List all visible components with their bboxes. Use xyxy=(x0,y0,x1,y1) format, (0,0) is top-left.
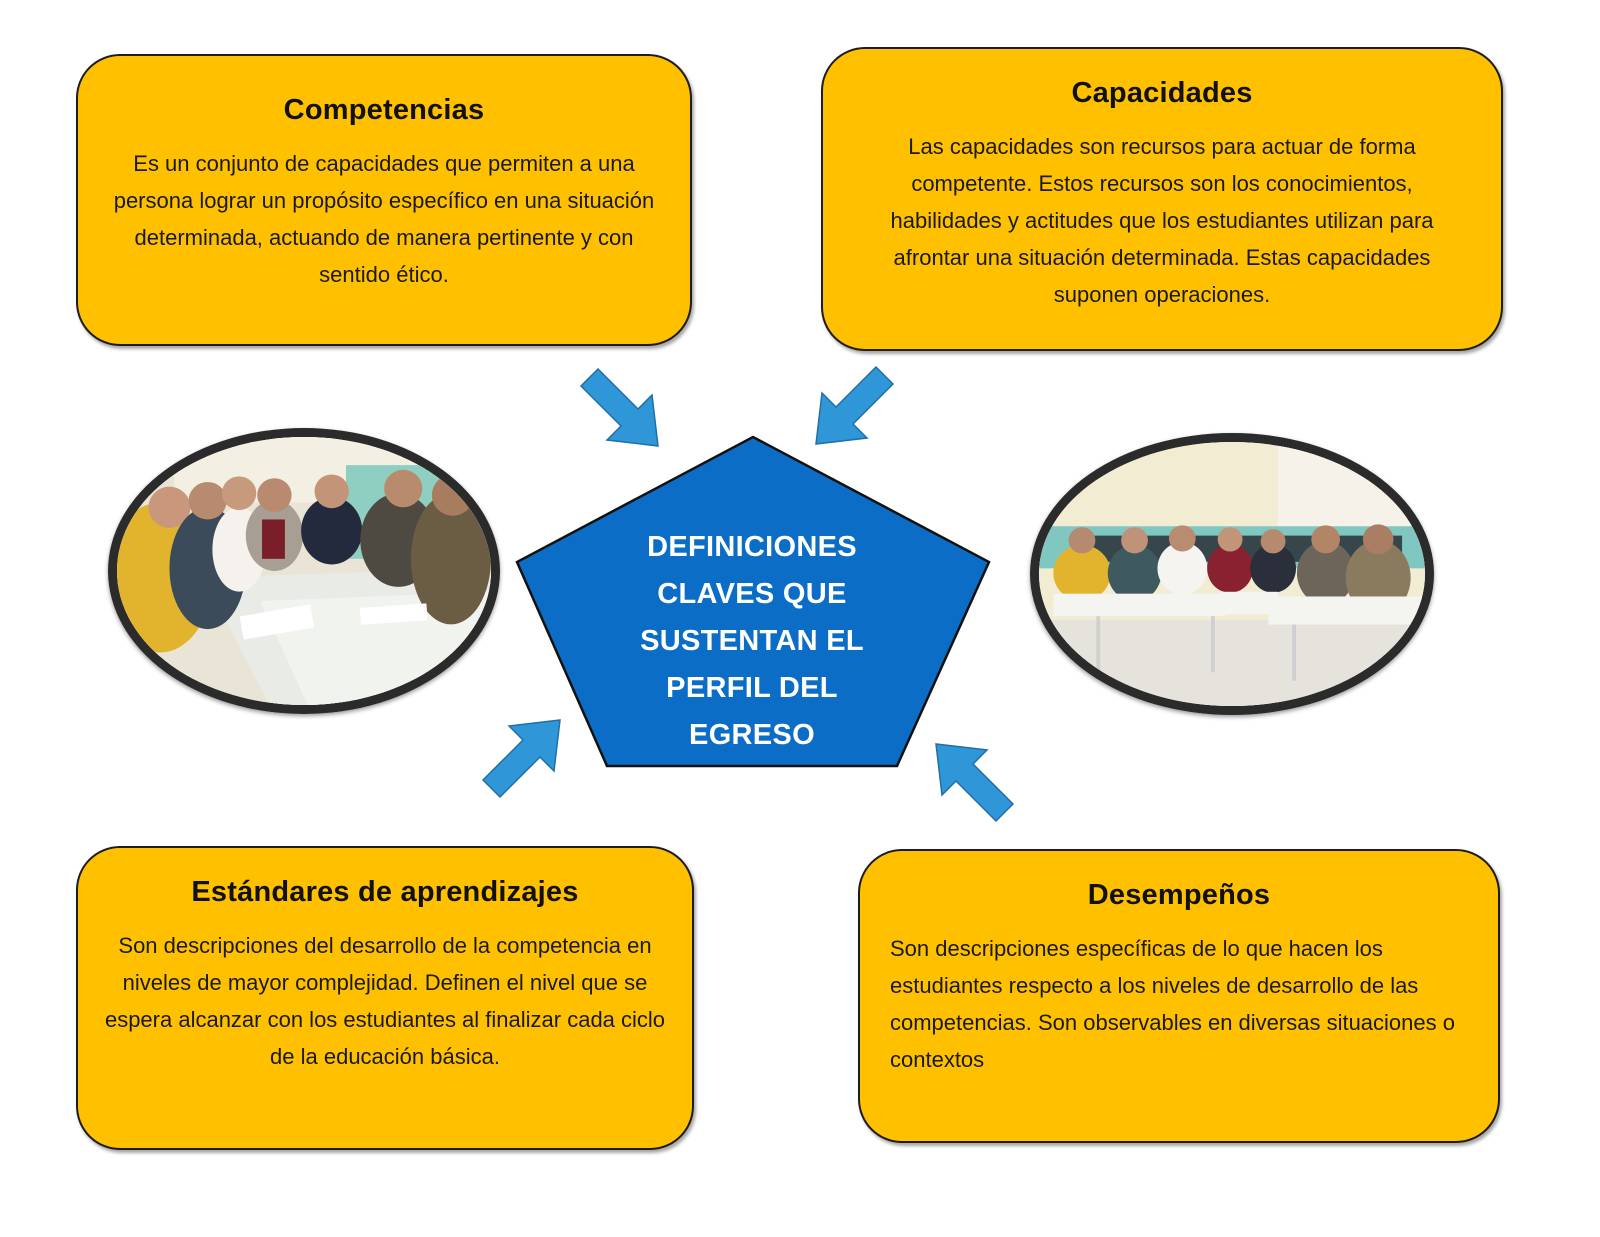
arrow-up-left-icon xyxy=(935,743,1015,823)
card-title: Desempeños xyxy=(1087,879,1271,911)
card-title: Capacidades xyxy=(1071,77,1253,109)
card-capacidades: Capacidades Las capacidades son recursos… xyxy=(821,47,1503,351)
card-text: Son descripciones específicas de lo que … xyxy=(890,936,1455,1072)
arrow-down-left-icon xyxy=(815,365,895,445)
center-title-line: PERFIL DEL xyxy=(666,672,838,704)
arrow-up-right-icon xyxy=(481,719,561,799)
card-estandares: Estándares de aprendizajes Son descripci… xyxy=(76,846,694,1150)
card-text: Son descripciones del desarrollo de la c… xyxy=(104,933,666,1069)
card-competencias: Competencias Es un conjunto de capacidad… xyxy=(76,54,692,346)
center-title-line: EGRESO xyxy=(689,719,815,751)
center-pentagon xyxy=(515,435,991,768)
photo-teachers-meeting-left xyxy=(108,428,500,714)
center-title: DEFINICIONES CLAVES QUE SUSTENTAN EL PER… xyxy=(600,524,904,759)
photo-image xyxy=(117,437,491,705)
card-text: Es un conjunto de capacidades que permit… xyxy=(113,151,655,287)
card-title: Estándares de aprendizajes xyxy=(191,876,579,908)
card-desempenos: Desempeños Son descripciones específicas… xyxy=(858,849,1500,1143)
arrow-down-right-icon xyxy=(579,367,659,447)
center-title-line: CLAVES QUE xyxy=(657,578,847,610)
card-text: Las capacidades son recursos para actuar… xyxy=(890,134,1434,307)
card-title: Competencias xyxy=(283,94,485,126)
photo-image xyxy=(1039,442,1425,706)
center-title-line: SUSTENTAN EL xyxy=(640,625,864,657)
center-title-line: DEFINICIONES xyxy=(647,531,857,563)
photo-teachers-meeting-right xyxy=(1030,433,1434,715)
